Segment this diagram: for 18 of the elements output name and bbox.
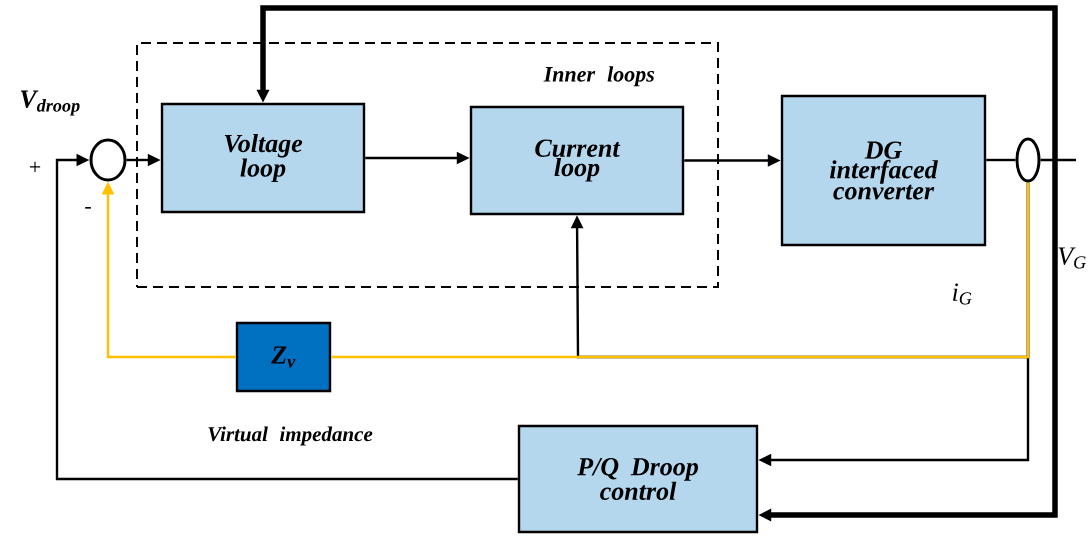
process-box: DG interfaced converter xyxy=(780,94,987,247)
process-box: P/Q Droop control xyxy=(517,424,759,534)
process-box: Voltage loop xyxy=(160,102,366,214)
connector-line xyxy=(331,182,1030,359)
connector-line xyxy=(1040,158,1076,162)
signal-label: V$_{G}$ xyxy=(1058,247,1086,269)
signal-label: V$_{droop}$ xyxy=(20,90,80,116)
impedance-box: Z$_{v}$ xyxy=(235,321,332,393)
connector-line xyxy=(986,158,1016,162)
arrow xyxy=(55,153,518,481)
signal-label: i$_{G}$ xyxy=(953,283,972,305)
summing-junction xyxy=(89,138,127,182)
group-heading: Inner loops xyxy=(543,66,655,87)
sign-label: - xyxy=(85,207,91,209)
current-sensor-symbol xyxy=(1015,137,1041,183)
sign-label: + xyxy=(29,161,41,173)
node-label: Virtual impedance xyxy=(208,426,373,446)
process-box: Current loop xyxy=(469,105,685,216)
